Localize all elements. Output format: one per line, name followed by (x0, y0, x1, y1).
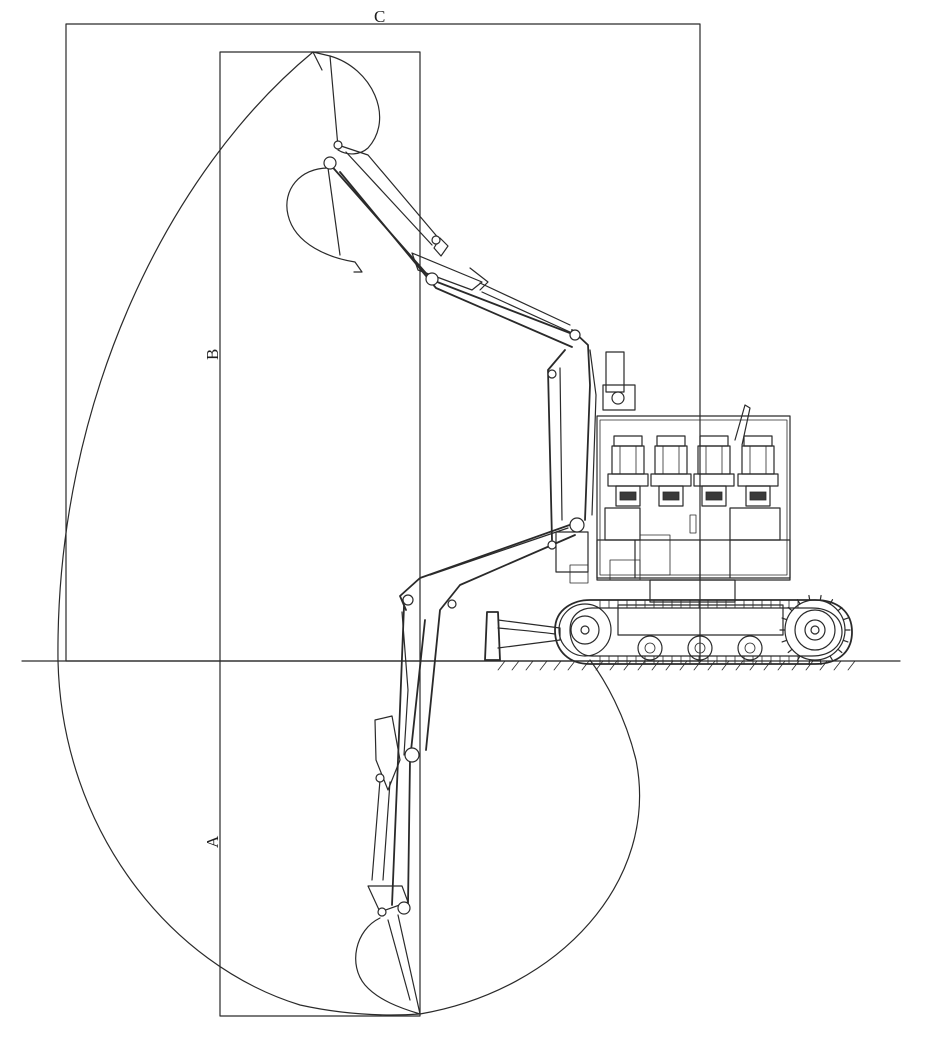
pivot-pins (323, 140, 820, 917)
label-c: C (374, 7, 385, 26)
frame-ab (219, 51, 421, 1017)
label-b: B (203, 349, 222, 360)
frame-c (65, 23, 701, 662)
bucket-upper (286, 51, 381, 273)
boom-lower (399, 521, 579, 751)
track-assembly (554, 579, 853, 666)
motor-unit (737, 435, 779, 507)
ground-hatching (497, 660, 856, 671)
bucket-lower (355, 914, 421, 1015)
motor-unit (650, 435, 692, 507)
label-a: A (203, 835, 222, 848)
working-range-envelope (57, 51, 641, 1016)
motor-unit (607, 435, 649, 507)
boom-foot (555, 531, 589, 584)
motor-unit (693, 435, 735, 507)
motor-units (607, 435, 779, 507)
machine-body (596, 351, 791, 581)
dozer-blade (484, 611, 561, 661)
boom-upper (547, 329, 597, 541)
arm-upper (327, 144, 576, 348)
